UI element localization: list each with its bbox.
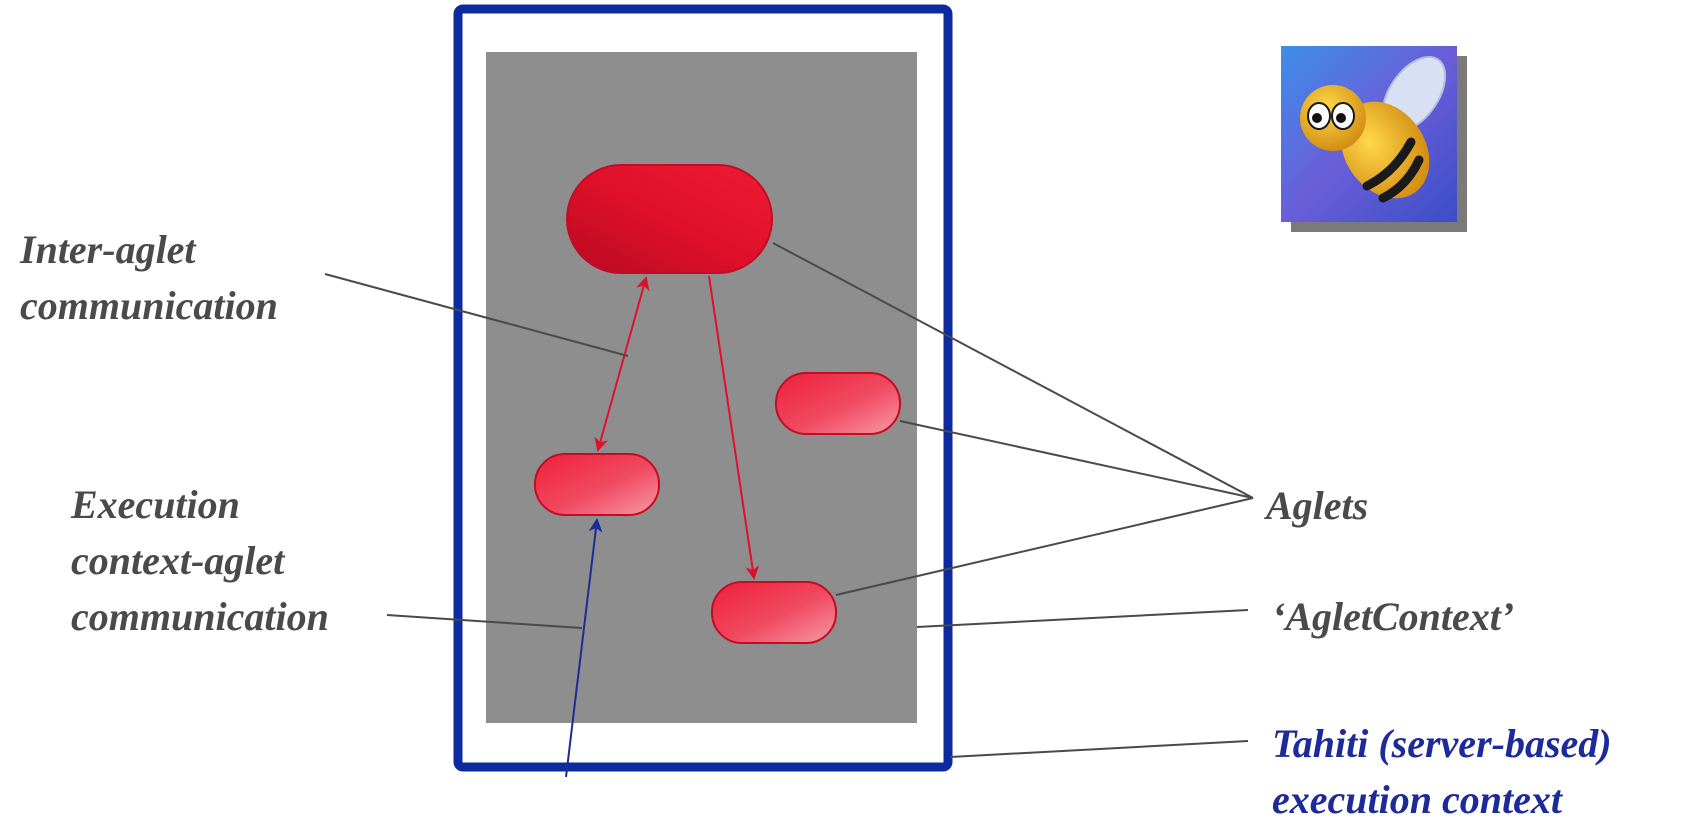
label-execution-line1: Execution <box>71 482 240 527</box>
label-inter-aglet-line1: Inter-aglet <box>20 227 196 272</box>
label-execution-line2: context-aglet <box>71 538 285 583</box>
aglet-right[interactable] <box>775 372 901 435</box>
leader-inter-aglet <box>324 273 629 357</box>
leader-aglets-right <box>899 420 1254 499</box>
label-tahiti-line2: execution context <box>1272 777 1562 821</box>
leader-aglets-large <box>772 242 1254 499</box>
label-tahiti-line1: Tahiti (server-based) <box>1272 721 1612 766</box>
label-execution-line3: communication <box>71 594 329 639</box>
label-aglet-context: ‘AgletContext’ <box>1272 594 1515 639</box>
label-tahiti-execution-context: Tahiti (server-based) execution context <box>1272 716 1612 821</box>
bee-aglet-icon <box>1281 46 1477 242</box>
leader-aglet-context <box>916 609 1249 628</box>
aglet-left[interactable] <box>534 453 660 516</box>
inter-aglet-arrow <box>594 276 650 452</box>
label-execution-context-aglet-communication: Execution context-aglet communication <box>71 477 329 645</box>
label-inter-aglet-communication: Inter-aglet communication <box>20 222 278 334</box>
label-inter-aglet-line2: communication <box>20 283 278 328</box>
leader-tahiti <box>949 740 1249 758</box>
aglet-bottom[interactable] <box>711 581 837 644</box>
aglet-large[interactable] <box>566 164 773 274</box>
leader-aglets-bottom <box>835 497 1254 596</box>
context-aglet-arrow <box>565 518 603 778</box>
leader-execution-context <box>386 614 583 629</box>
label-aglets: Aglets <box>1266 483 1369 528</box>
migration-arrow <box>708 275 760 580</box>
